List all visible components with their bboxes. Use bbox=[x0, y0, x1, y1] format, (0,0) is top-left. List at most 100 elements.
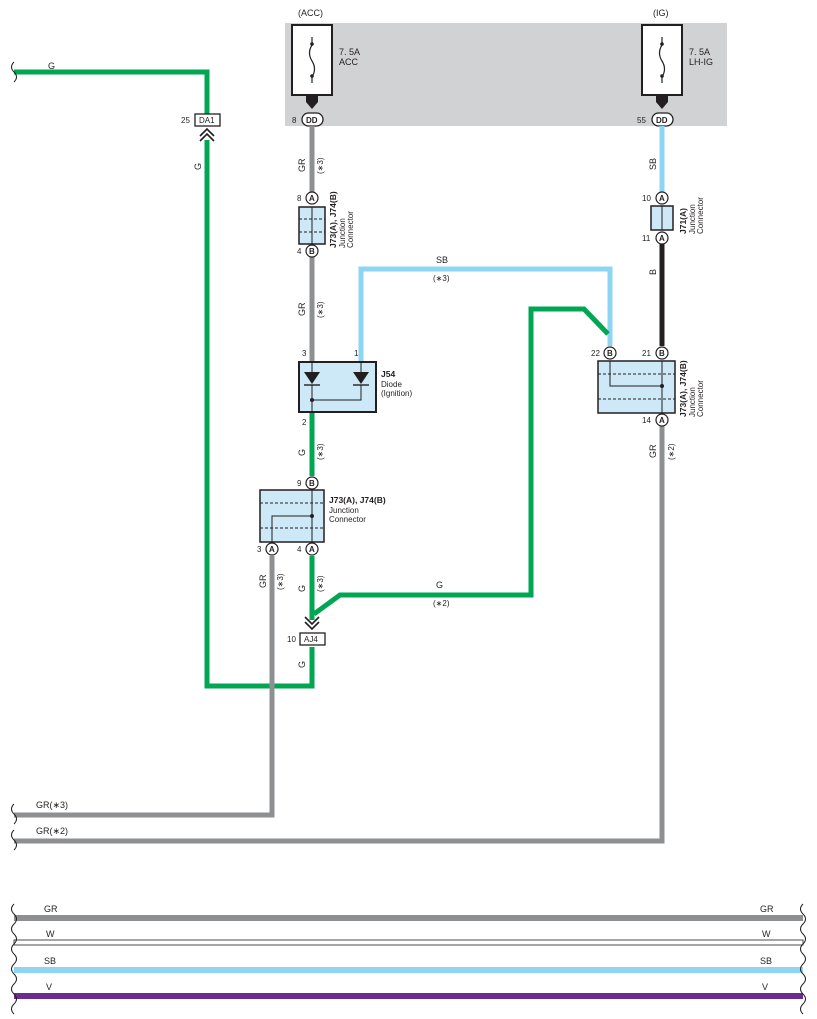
jcul-bottom-letter: B bbox=[309, 247, 315, 256]
mid-gr-note: (∗3) bbox=[316, 301, 325, 318]
wire-g-branch bbox=[312, 306, 610, 617]
legend-w-right: W bbox=[762, 929, 771, 939]
acc-fuse: 7. 5A ACC bbox=[291, 24, 360, 96]
aj4-connector bbox=[299, 632, 326, 646]
j71-desc2: Connector bbox=[696, 197, 705, 234]
j71-bottom-letter: A bbox=[659, 234, 665, 243]
jcul-top-pin: 8 bbox=[297, 194, 302, 203]
jcul-bottom-pin: 4 bbox=[297, 247, 302, 256]
sb-top-label: SB bbox=[436, 255, 448, 265]
da1-g-label: G bbox=[193, 163, 203, 170]
ig-header: (IG) bbox=[653, 8, 669, 18]
break-mark-icon bbox=[800, 903, 806, 1015]
jcl-top-letter: B bbox=[309, 479, 315, 488]
exit-gr3-label: GR(∗3) bbox=[36, 800, 68, 810]
j54-pin-left: 3 bbox=[302, 349, 307, 358]
jcr-tr-pin: 21 bbox=[642, 349, 651, 358]
j54-pin-out: 2 bbox=[302, 418, 307, 427]
acc-gr-label: GR bbox=[297, 158, 307, 172]
ig-b-label: B bbox=[648, 269, 658, 275]
jcul-desc2: Connector bbox=[346, 211, 355, 248]
legend-sb-left: SB bbox=[44, 956, 56, 966]
acc-header: (ACC) bbox=[298, 8, 323, 18]
j71-bottom-pin: 11 bbox=[642, 234, 651, 243]
left-gr-note: (∗3) bbox=[276, 573, 285, 590]
diode-g-note: (∗3) bbox=[316, 443, 325, 460]
da1-code: DA1 bbox=[199, 116, 215, 125]
jcl-bl-letter: A bbox=[269, 545, 275, 554]
legend-bar-v: V V bbox=[14, 982, 803, 999]
jcr-tr-letter: B bbox=[659, 349, 665, 358]
legend-gr-left: GR bbox=[44, 904, 58, 914]
branch-g-label: G bbox=[436, 580, 443, 590]
jcr-tl-pin: 22 bbox=[591, 349, 600, 358]
jcul-top-letter: A bbox=[309, 194, 315, 203]
diode-left-icon bbox=[304, 372, 320, 384]
j54-name: J54 bbox=[381, 369, 395, 379]
top-left-g-label: G bbox=[48, 61, 55, 71]
break-mark-icon bbox=[11, 903, 17, 1015]
jcl-name: J73(A), J74(B) bbox=[329, 495, 386, 505]
wire-g-top-left bbox=[14, 69, 210, 114]
legend-bar-sb: SB SB bbox=[14, 956, 803, 973]
j71-top-pin: 10 bbox=[642, 194, 651, 203]
ig-fuse: 7. 5A LH-IG bbox=[641, 24, 713, 96]
j54-diode-box bbox=[298, 361, 377, 413]
legend-bar-gr: GR GR bbox=[14, 904, 803, 921]
aj4-chevron-icon bbox=[304, 616, 320, 631]
da1-connector bbox=[194, 113, 221, 127]
break-mark-icon bbox=[11, 803, 17, 825]
aj4-pin: 10 bbox=[287, 635, 296, 644]
sb-top-note: (∗3) bbox=[433, 274, 450, 283]
aj4-g-label: G bbox=[297, 661, 307, 668]
break-mark-icon bbox=[11, 829, 17, 851]
ig-arrow-icon bbox=[656, 96, 668, 109]
jcr-tl-letter: B bbox=[607, 349, 613, 358]
legend-v-right: V bbox=[762, 982, 768, 992]
mid-gr-label: GR bbox=[297, 302, 307, 316]
diode-g-label: G bbox=[297, 449, 307, 456]
ig-dd-pin: 55 bbox=[637, 116, 646, 125]
jcul-name: J73(A), J74(B) bbox=[328, 191, 338, 248]
ig-fuse-name: LH-IG bbox=[689, 57, 713, 67]
j54-desc1: Diode bbox=[381, 380, 402, 389]
acc-dd-label: DD bbox=[306, 116, 318, 125]
j54-desc2: (Ignition) bbox=[381, 389, 412, 398]
legend-v-left: V bbox=[46, 982, 52, 992]
jcl-bl-pin: 3 bbox=[257, 545, 262, 554]
acc-gr-note: (∗3) bbox=[316, 157, 325, 174]
jcl-top-pin: 9 bbox=[297, 479, 302, 488]
ig-dd-label: DD bbox=[656, 116, 668, 125]
diode-right-icon bbox=[353, 372, 369, 384]
lower-g-note: (∗3) bbox=[316, 575, 325, 592]
jcr-bottom-pin: 14 bbox=[642, 416, 651, 425]
acc-fuse-rating: 7. 5A bbox=[339, 47, 360, 57]
jcl-desc1: Junction bbox=[329, 506, 359, 515]
wire-gr-right bbox=[14, 426, 665, 844]
wire-g-da1-loop bbox=[204, 140, 315, 689]
left-gr-label: GR bbox=[258, 574, 268, 588]
branch-g-note: (∗2) bbox=[433, 599, 450, 608]
jcr-bottom-letter: A bbox=[659, 416, 665, 425]
wire-sb-loop bbox=[358, 266, 613, 362]
ig-fuse-rating: 7. 5A bbox=[689, 47, 710, 57]
j71-top-letter: A bbox=[659, 194, 665, 203]
j54-pin-right: 1 bbox=[354, 349, 359, 358]
jcl-br-pin: 4 bbox=[297, 545, 302, 554]
j71-desc1: Junction bbox=[688, 204, 697, 234]
acc-dd-pin: 8 bbox=[292, 116, 297, 125]
da1-pin: 25 bbox=[181, 116, 190, 125]
acc-arrow-icon bbox=[306, 96, 318, 109]
right-gr-note: (∗2) bbox=[667, 443, 676, 460]
aj4-code: AJ4 bbox=[304, 635, 318, 644]
lower-g-label: G bbox=[297, 585, 307, 592]
acc-fuse-name: ACC bbox=[339, 57, 359, 67]
jcul-desc1: Junction bbox=[338, 218, 347, 248]
legend-bar-w: W W bbox=[13, 929, 804, 946]
legend-w-left: W bbox=[46, 929, 55, 939]
legend-gr-right: GR bbox=[760, 904, 774, 914]
jcr-desc1: Junction bbox=[688, 387, 697, 417]
jcl-br-letter: A bbox=[309, 545, 315, 554]
j71-name: J71(A) bbox=[678, 208, 688, 234]
